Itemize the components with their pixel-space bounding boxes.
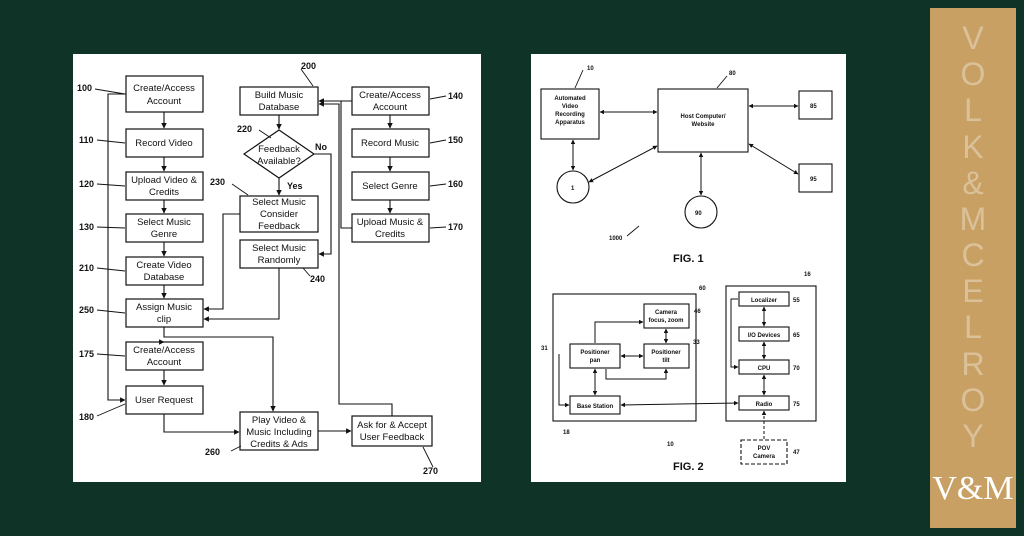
fig2-title: FIG. 2 [673, 461, 704, 473]
text-io: I/O Devices [748, 333, 781, 339]
text-radio: Radio [756, 402, 773, 408]
node-90: 90 [695, 211, 702, 217]
brand-letter: K [962, 131, 983, 163]
ref-210: 210 [79, 263, 94, 273]
ref-33: 33 [693, 340, 700, 346]
text-b260: Play Video &Music IncludingCredits & Ads [246, 415, 311, 450]
node-85: 85 [810, 104, 817, 110]
text-pov: POVCamera [753, 446, 776, 460]
ref-16: 16 [804, 272, 811, 278]
brand-letter: R [961, 348, 984, 380]
text-pos-pan: Positionerpan [580, 350, 610, 364]
ref-120: 120 [79, 179, 94, 189]
ref-175: 175 [79, 349, 94, 359]
ref-230: 230 [210, 177, 225, 187]
text-b130: Select MusicGenre [137, 217, 191, 240]
brand-letter: & [962, 167, 983, 199]
text-cpu: CPU [758, 366, 771, 372]
text-b200: Build MusicDatabase [255, 90, 304, 113]
ref-140: 140 [448, 91, 463, 101]
flowchart-panel: Create/AccessAccount Record Video Upload… [73, 54, 481, 482]
brand-letter: V [962, 22, 983, 54]
ref-10-fig1: 10 [587, 66, 594, 72]
brand-letter: Y [962, 420, 983, 452]
text-b250: Assign Musicclip [136, 302, 192, 325]
text-b210: Create VideoDatabase [136, 260, 191, 283]
ref-70: 70 [793, 366, 800, 372]
brand-letter: L [964, 94, 982, 126]
brand-letter: C [961, 239, 984, 271]
text-b150: Record Music [361, 138, 419, 149]
text-localizer: Localizer [751, 298, 778, 304]
ref-180: 180 [79, 412, 94, 422]
ref-47: 47 [793, 450, 800, 456]
patent-figures-panel: AutomatedVideoRecordingApparatus Host Co… [531, 54, 846, 482]
text-b270: Ask for & AcceptUser Feedback [357, 420, 427, 443]
text-pos-tilt: Positionertilt [651, 350, 681, 364]
text-base-station: Base Station [577, 404, 614, 410]
text-b140: Create/AccessAccount [359, 90, 421, 113]
box-pos-tilt [644, 344, 689, 368]
ref-46: 46 [694, 309, 701, 315]
ref-60: 60 [699, 286, 706, 292]
text-b160: Select Genre [362, 181, 417, 192]
ref-31: 31 [541, 346, 548, 352]
ref-65: 65 [793, 333, 800, 339]
node-95: 95 [810, 177, 817, 183]
text-b170: Upload Music &Credits [357, 217, 424, 240]
text-apparatus: AutomatedVideoRecordingApparatus [554, 96, 586, 126]
ref-10-fig2: 10 [667, 442, 674, 448]
ref-75: 75 [793, 402, 800, 408]
text-b240: Select MusicRandomly [252, 243, 306, 266]
label-no: No [315, 142, 327, 152]
ref-160: 160 [448, 179, 463, 189]
ref-240: 240 [310, 274, 325, 284]
ref-270: 270 [423, 466, 438, 476]
text-host: Host Computer/Website [681, 114, 726, 128]
ref-55: 55 [793, 298, 800, 304]
patent-figures-diagram: AutomatedVideoRecordingApparatus Host Co… [531, 54, 846, 482]
brand-letter: E [962, 275, 983, 307]
node-1: 1 [571, 186, 575, 192]
brand-letter: L [964, 311, 982, 343]
ref-150: 150 [448, 135, 463, 145]
ref-170: 170 [448, 222, 463, 232]
text-b120: Upload Video &Credits [131, 175, 198, 198]
brand-monogram: V&M [930, 470, 1016, 508]
text-b175: Create/AccessAccount [133, 345, 195, 368]
ref-80: 80 [729, 71, 736, 77]
text-b220: FeedbackAvailable? [257, 144, 301, 167]
text-b180: User Request [135, 395, 193, 406]
brand-letter: O [961, 384, 986, 416]
brand-vertical-name: V O L K & M C E L R O Y [930, 22, 1016, 452]
box-pos-pan [570, 344, 620, 368]
box-pov [741, 440, 787, 464]
ref-130: 130 [79, 222, 94, 232]
text-b100: Create/AccessAccount [133, 83, 195, 107]
ref-260: 260 [205, 447, 220, 457]
box-camera [644, 304, 689, 328]
ref-1000: 1000 [609, 236, 623, 242]
ref-100: 100 [77, 83, 92, 93]
text-b230: Select MusicConsiderFeedback [252, 197, 306, 232]
fig1-title: FIG. 1 [673, 253, 704, 265]
ref-110: 110 [79, 135, 94, 145]
text-b110: Record Video [135, 138, 192, 149]
ref-18: 18 [563, 430, 570, 436]
box-host [658, 89, 748, 152]
brand-letter: M [960, 203, 987, 235]
text-camera: Camerafocus, zoom [648, 310, 683, 324]
flowchart-diagram: Create/AccessAccount Record Video Upload… [73, 54, 481, 482]
ref-250: 250 [79, 305, 94, 315]
brand-letter: O [961, 58, 986, 90]
ref-220: 220 [237, 124, 252, 134]
ref-200: 200 [301, 61, 316, 71]
label-yes: Yes [287, 181, 303, 191]
